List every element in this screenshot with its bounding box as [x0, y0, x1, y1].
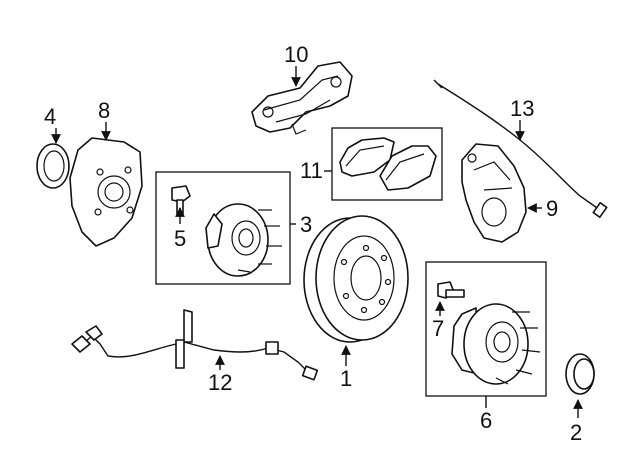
callout-10: 10: [284, 42, 308, 67]
callout-12: 12: [208, 370, 232, 395]
hub-assembly-box: [155, 171, 291, 285]
callout-7: 7: [432, 316, 444, 341]
callout-2: 2: [570, 420, 582, 445]
part-abs-sensor-harness: [71, 309, 319, 381]
part-caliper-bracket: [251, 61, 353, 135]
callout-8: 8: [98, 98, 110, 123]
callout-9: 9: [546, 196, 558, 221]
callout-11: 11: [300, 158, 323, 183]
callout-3: 3: [300, 212, 312, 237]
part-brake-pads: [339, 137, 437, 191]
callout-13: 13: [510, 96, 534, 121]
part-rotor: [303, 215, 409, 343]
part-hub-assembly: [205, 203, 282, 277]
part-seal: [36, 143, 70, 189]
part-hub-bolt: [171, 185, 191, 215]
part-dust-cap: [565, 353, 595, 395]
part-hub-bolt-2: [437, 281, 465, 299]
callout-1: 1: [340, 366, 352, 391]
callout-4: 4: [44, 104, 56, 129]
callout-6: 6: [480, 408, 492, 433]
part-hub-assembly-2: [451, 303, 541, 385]
part-splash-shield: [69, 137, 143, 247]
part-caliper: [461, 143, 527, 243]
callout-5: 5: [174, 226, 186, 251]
brake-pads-box: [331, 127, 443, 201]
